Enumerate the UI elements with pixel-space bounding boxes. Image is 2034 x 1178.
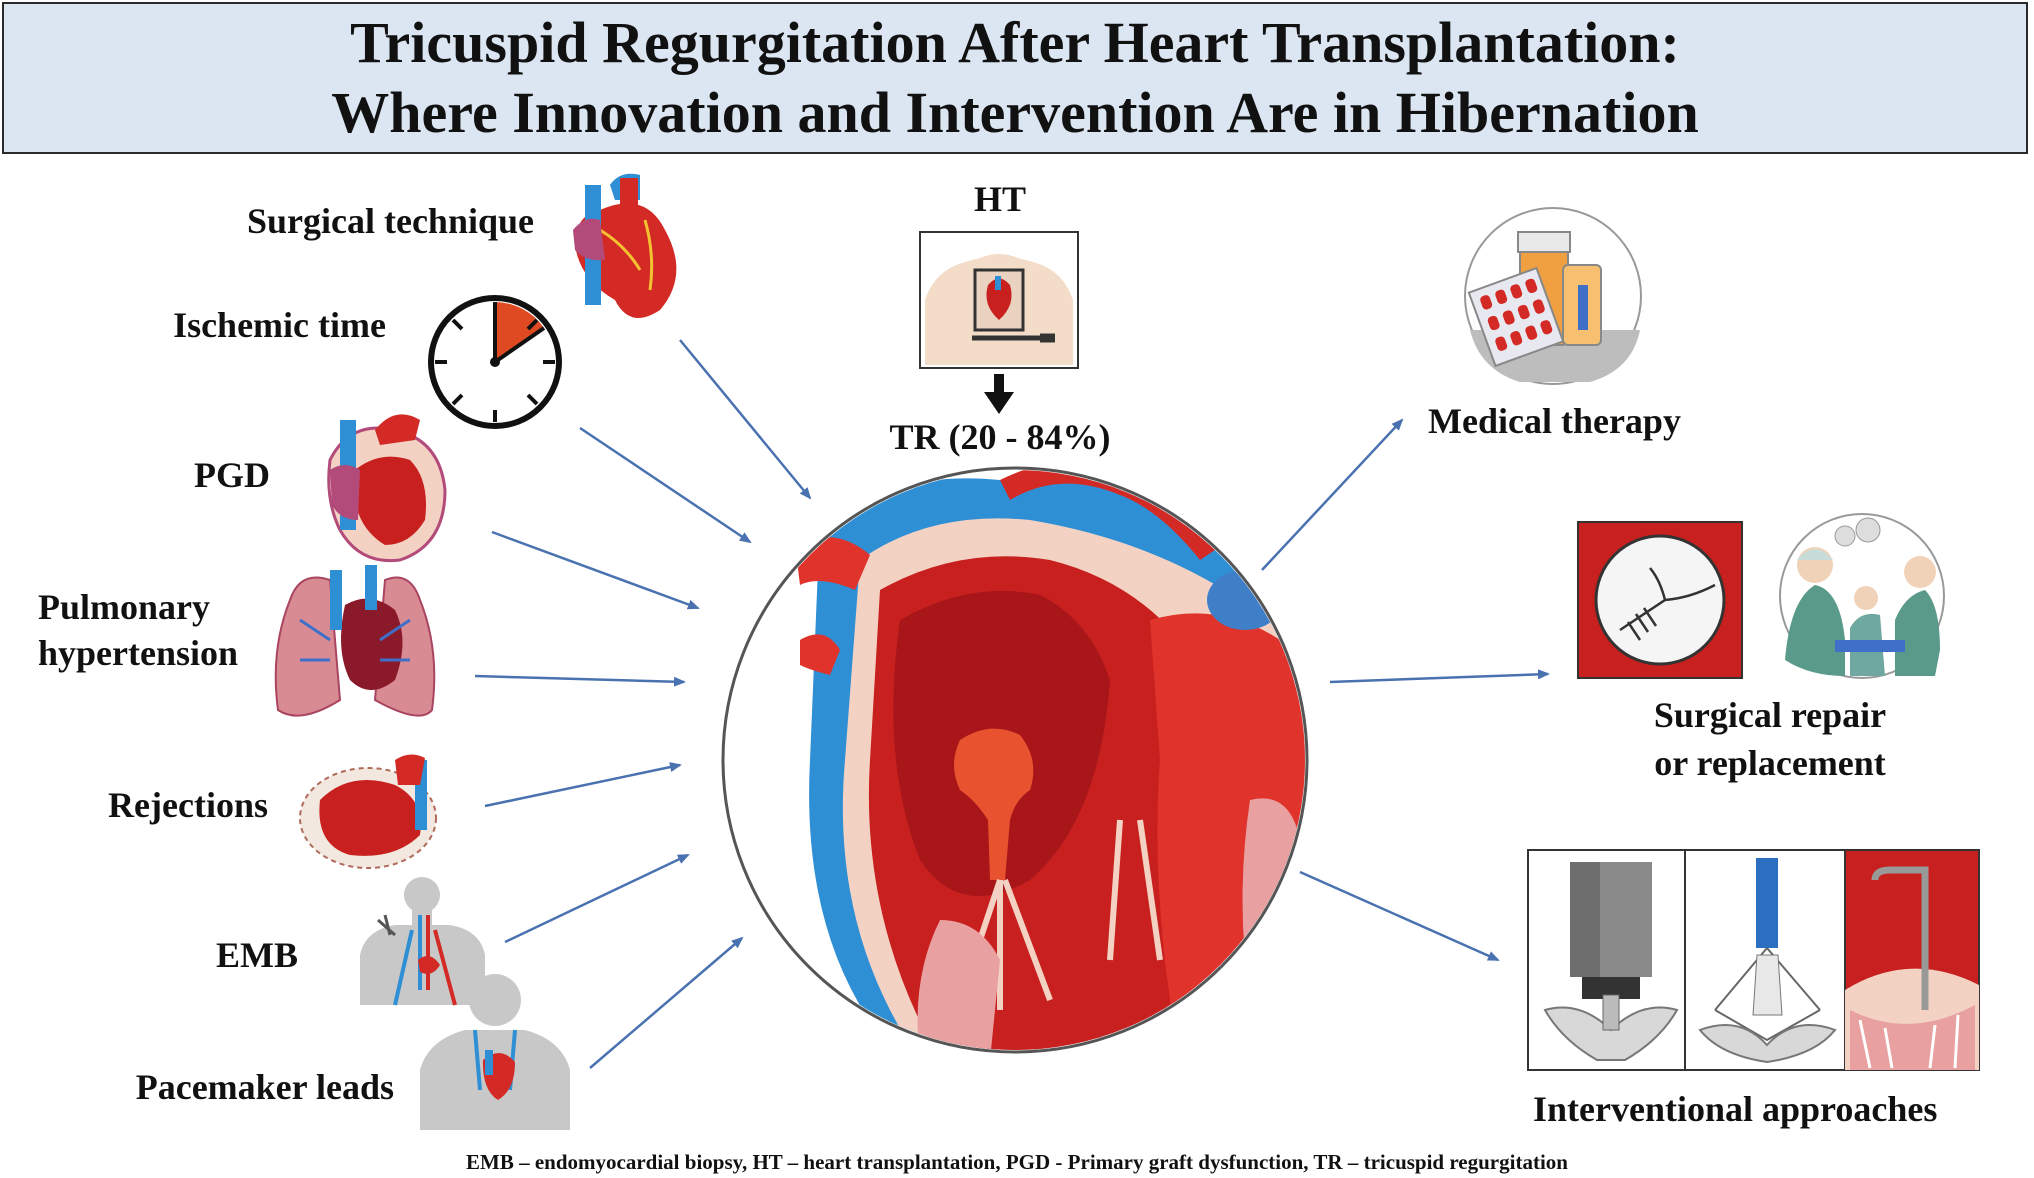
title-line-2: Where Innovation and Intervention Are in…	[331, 80, 1699, 145]
label-pacemaker-leads: Pacemaker leads	[135, 1067, 394, 1107]
cause-arrows	[474, 339, 812, 1069]
label-pulmonary: Pulmonary	[38, 587, 211, 627]
valve-repair-icon	[1577, 521, 1743, 679]
footnote-abbreviations: EMB – endomyocardial biopsy, HT – heart …	[466, 1150, 1568, 1174]
interventional-device-3-icon	[1844, 849, 1980, 1071]
label-ht: HT	[973, 179, 1026, 219]
label-ischemic-time: Ischemic time	[173, 305, 386, 345]
down-arrow	[984, 374, 1014, 414]
arrow-surgical-technique	[679, 339, 812, 500]
interventional-device-1-icon	[1527, 849, 1695, 1071]
body-icon-pacemaker-leads	[420, 974, 570, 1130]
surgeons-icon	[1779, 513, 1945, 679]
label-medical-therapy: Medical therapy	[1428, 401, 1681, 441]
body-icon-emb	[360, 877, 485, 1006]
title-box: Tricuspid Regurgitation After Heart Tran…	[2, 2, 2028, 154]
arrow-interventional	[1299, 870, 1500, 962]
arrow-pacemaker-leads	[589, 936, 744, 1069]
label-hypertension: hypertension	[38, 633, 239, 673]
title-line-1: Tricuspid Regurgitation After Heart Tran…	[350, 10, 1680, 75]
label-surgical-repair: Surgical repair	[1653, 695, 1887, 735]
label-tr-percent: TR (20 - 84%)	[889, 417, 1111, 457]
label-rejections: Rejections	[108, 785, 268, 825]
central-heart-illustration	[721, 466, 1309, 1054]
arrow-ischemic-time	[579, 426, 752, 544]
arrow-pulmonary-hypertension	[474, 674, 686, 687]
label-or-replacement: or replacement	[1654, 743, 1886, 783]
heart-icon-pgd	[327, 414, 447, 563]
arrow-rejections	[484, 762, 682, 808]
ht-torso-image	[919, 231, 1079, 369]
label-emb: EMB	[215, 935, 298, 975]
heart-icon-rejections	[299, 754, 437, 869]
arrow-emb	[504, 853, 690, 944]
heart-icon-surgical-technique	[573, 173, 677, 318]
lungs-icon-pulmonary-hypertension	[274, 565, 436, 717]
arrow-pgd	[491, 530, 700, 610]
arrow-surgical-repair	[1329, 669, 1550, 684]
interventional-device-2-icon	[1684, 849, 1851, 1071]
label-pgd: PGD	[194, 455, 270, 495]
pills-icon-medical-therapy	[1464, 207, 1642, 385]
label-surgical-technique: Surgical technique	[246, 201, 534, 241]
treatment-arrows	[1261, 418, 1550, 962]
arrow-medical-therapy	[1261, 418, 1404, 571]
label-interventional-approaches: Interventional approaches	[1533, 1089, 1938, 1129]
clock-icon-ischemic-time	[428, 295, 562, 429]
